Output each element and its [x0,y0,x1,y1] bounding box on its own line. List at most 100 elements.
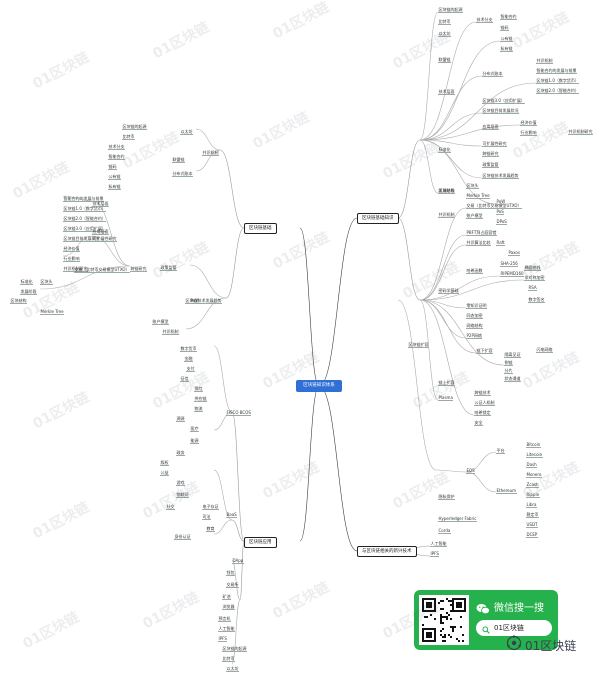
node-e-1[interactable]: 人工智能 [218,626,235,632]
node-t-39[interactable]: 隐私保护 [438,494,455,500]
node-b-8[interactable]: 私有链 [108,184,121,190]
node-a-25[interactable]: Zcash [526,482,540,488]
search-box[interactable]: 01区块链 [476,620,552,636]
node-a-36[interactable]: FISCO BCOS [226,410,252,416]
node-a-17[interactable]: 电子存证 [202,504,219,510]
node-t-35[interactable]: 跨链技术 [474,390,491,396]
node-t-6[interactable]: 共识机制 [162,329,179,335]
node-a-34[interactable]: Hyperledger Fabric [438,516,477,522]
node-a-28[interactable]: 稳定币 [526,512,539,518]
node-b-17[interactable]: 技术层面 [438,89,455,95]
node-a-12[interactable]: 版权 [160,460,169,466]
node-t-32[interactable]: 分片 [504,368,513,374]
node-a-24[interactable]: Monero [526,472,542,478]
node-b-4[interactable]: 技术分支 [108,144,125,150]
node-b-24[interactable]: 政策监管 [160,265,177,271]
branch-technology[interactable]: 区块链基础知识 [357,213,399,224]
node-b-27[interactable]: 发展阶段 [20,289,37,295]
node-a-10[interactable]: 能源 [190,438,199,444]
node-t-38[interactable]: 安全 [474,420,483,426]
node-b-18[interactable]: 应用层面 [482,124,499,130]
node-t-7[interactable]: PoW [496,199,506,205]
node-b-3[interactable]: 以太坊 [438,31,451,37]
node-b-13[interactable]: 区块链1.0（数字货币） [536,78,580,84]
node-b-7[interactable]: 公有链 [108,174,121,180]
node-t-34[interactable]: Plasma [438,395,454,401]
node-b-13[interactable]: 区块链1.0（数字货币） [63,206,107,212]
node-b-9[interactable]: 联盟链 [172,157,185,163]
node-t-8[interactable]: PoS [496,209,505,215]
node-e-2[interactable]: IPFS [218,636,228,642]
node-b-25[interactable]: 区块链技术发展趋势 [185,298,222,304]
node-a-20[interactable]: 身份认证 [174,534,191,540]
node-a-35[interactable]: Corda [438,528,451,534]
node-a-1[interactable]: 数字货币 [180,346,197,352]
node-t-15[interactable]: SHA-256 [500,261,519,267]
node-b-5[interactable]: 智能合约 [108,154,125,160]
node-t-11[interactable]: Raft [496,240,506,246]
node-t-4[interactable]: 交易（比特币交易模型UTXO） [74,267,131,273]
node-b-1[interactable]: 区块链的起源 [122,124,147,130]
node-a-22[interactable]: Litecoin [526,452,543,458]
node-b-15[interactable]: 区块链3.0（应用扩展） [482,98,526,104]
node-b-11[interactable]: 共识机制 [536,58,553,64]
node-b-18[interactable]: 应用层面 [92,229,109,235]
node-a-2[interactable]: 金融 [184,356,193,362]
node-t-3[interactable]: Merkle Tree [466,193,491,199]
node-t-33[interactable]: 状态通道 [504,376,521,382]
node-a-13[interactable]: 公益 [160,470,169,476]
node-a-4[interactable]: 征信 [180,376,189,382]
node-a-8[interactable]: 溯源 [176,416,185,422]
node-b-2[interactable]: 比特币 [438,19,451,25]
node-t-17[interactable]: 哈希函数 [466,268,483,274]
node-a-43[interactable]: 预言机 [218,616,231,622]
node-b-16[interactable]: 区块链目前发展状况 [482,108,519,114]
node-b-22[interactable]: 可扩展性研究 [482,141,507,147]
node-t-14[interactable]: 密码学基础 [438,288,459,294]
node-e-2[interactable]: IPFS [430,551,440,557]
node-b-21[interactable]: 共识机制研究 [568,129,593,135]
node-a-39[interactable]: 钱包 [226,570,235,576]
node-b-26[interactable]: 标准化 [438,147,451,153]
node-a-38[interactable]: DApp [232,558,244,564]
node-t-22[interactable]: 零知识证明 [466,303,487,309]
node-a-41[interactable]: 矿池 [222,594,231,600]
node-t-19[interactable]: 非对称加密 [524,275,545,281]
node-t-30[interactable]: 闪电网络 [536,347,553,353]
node-e-1[interactable]: 人工智能 [430,541,447,547]
node-a-42[interactable]: 浏览器 [222,604,235,610]
node-b-3[interactable]: 以太坊 [226,666,239,672]
node-b-16[interactable]: 区块链目前发展状况 [63,236,100,242]
node-b-4[interactable]: 技术分支 [476,17,493,23]
node-t-25[interactable]: P2P网络 [466,333,483,339]
node-b-14[interactable]: 区块链2.0（智能合约） [536,88,580,94]
node-t-18[interactable]: 椭圆曲线 [524,265,541,271]
branch-application[interactable]: 区块链应用 [244,537,277,548]
node-t-37[interactable]: 哈希锁定 [474,410,491,416]
node-a-19[interactable]: 教育 [206,526,215,532]
node-b-1[interactable]: 区块链的起源 [222,646,247,652]
node-t-16[interactable]: RIPEMD160 [500,271,525,277]
node-a-30[interactable]: DCEP [526,532,538,538]
node-b-26[interactable]: 标准化 [20,279,33,285]
node-a-7[interactable]: 物流 [194,406,203,412]
node-b-12[interactable]: 智能合约的发展与前景 [536,68,577,74]
node-b-20[interactable]: 行业影响 [520,130,537,136]
node-a-40[interactable]: 交易所 [226,582,239,588]
node-t-1[interactable]: 区块结构 [10,298,27,304]
node-b-23[interactable]: 跨链研究 [482,151,499,157]
node-t-12[interactable]: Paxos [508,250,521,256]
node-a-9[interactable]: 医疗 [190,426,199,432]
node-b-6[interactable]: 链码 [500,25,509,31]
node-a-21[interactable]: Bitcoin [526,442,541,448]
node-b-10[interactable]: 分布式账本 [482,71,503,77]
node-t-5[interactable]: 账户模型 [466,213,483,219]
node-t-23[interactable]: 同态加密 [466,313,483,319]
node-b-2[interactable]: 比特币 [222,656,235,662]
node-t-28[interactable]: 链下扩容 [476,348,493,354]
node-a-27[interactable]: Libra [526,502,537,508]
node-b-15[interactable]: 区块链3.0（应用扩展） [63,226,107,232]
node-b-1[interactable]: 区块链的起源 [438,7,463,13]
node-b-14[interactable]: 区块链2.0（智能合约） [63,216,107,222]
node-a-29[interactable]: USDT [526,522,538,528]
